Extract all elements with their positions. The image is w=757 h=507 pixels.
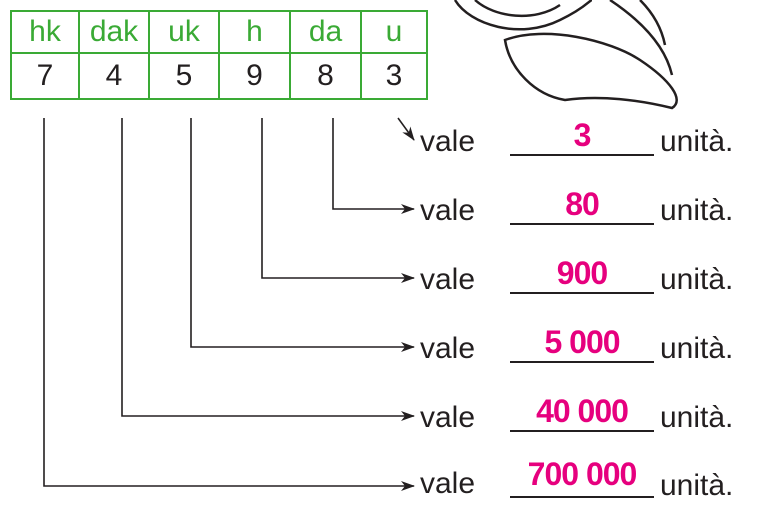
value-row: vale 40 000 unità.: [420, 393, 757, 439]
connector-hk: [43, 118, 415, 491]
answer-line: [510, 361, 654, 363]
digit-da: 8: [289, 52, 362, 100]
connector-h: [261, 118, 415, 283]
vale-label: vale: [420, 332, 476, 365]
digit-row: 7 4 5 9 8 3: [10, 52, 428, 100]
value-row: vale 3 unità.: [420, 117, 757, 163]
unita-label: unità.: [660, 332, 734, 365]
vale-label: vale: [420, 401, 476, 434]
answer-value: 40 000: [536, 393, 629, 429]
digit-uk: 5: [148, 52, 220, 100]
header-dak: dak: [78, 10, 150, 54]
unita-label: unità.: [660, 194, 734, 227]
digit-u: 3: [360, 52, 428, 100]
connector-uk: [190, 118, 415, 352]
unita-label: unità.: [660, 469, 734, 502]
answer-value: 700 000: [527, 456, 638, 492]
header-h: h: [218, 10, 291, 54]
place-value-table: hk dak uk h da u 7 4 5 9 8 3: [10, 10, 428, 100]
value-row: vale 900 unità.: [420, 255, 757, 301]
answer-line: [510, 430, 654, 432]
digit-connectors: [43, 117, 415, 491]
value-row: vale 80 unità.: [420, 186, 757, 232]
vale-label: vale: [420, 125, 476, 158]
value-row: vale 5 000 unità.: [420, 324, 757, 370]
answer-line: [510, 223, 654, 225]
digit-hk: 7: [10, 52, 80, 100]
digit-dak: 4: [78, 52, 150, 100]
answer-value: 5 000: [544, 324, 620, 360]
answer-value: 80: [565, 186, 600, 222]
header-uk: uk: [148, 10, 220, 54]
header-hk: hk: [10, 10, 80, 54]
answer-line: [510, 154, 654, 156]
header-da: da: [289, 10, 362, 54]
connector-da: [332, 118, 415, 214]
unita-label: unità.: [660, 401, 734, 434]
answer-line: [510, 292, 654, 294]
value-row: vale 700 000 unità.: [420, 450, 757, 502]
answer-value: 900: [556, 255, 608, 291]
connector-u: [397, 117, 415, 141]
sketch-decoration-icon: [453, 0, 678, 110]
vale-label: vale: [420, 194, 476, 227]
header-u: u: [360, 10, 428, 54]
answer-line: [510, 496, 654, 498]
vale-label: vale: [420, 467, 476, 500]
vale-label: vale: [420, 263, 476, 296]
connector-dak: [121, 118, 415, 421]
unita-label: unità.: [660, 263, 734, 296]
header-row: hk dak uk h da u: [10, 10, 428, 54]
unita-label: unità.: [660, 125, 734, 158]
digit-h: 9: [218, 52, 291, 100]
answer-value: 3: [573, 117, 592, 153]
